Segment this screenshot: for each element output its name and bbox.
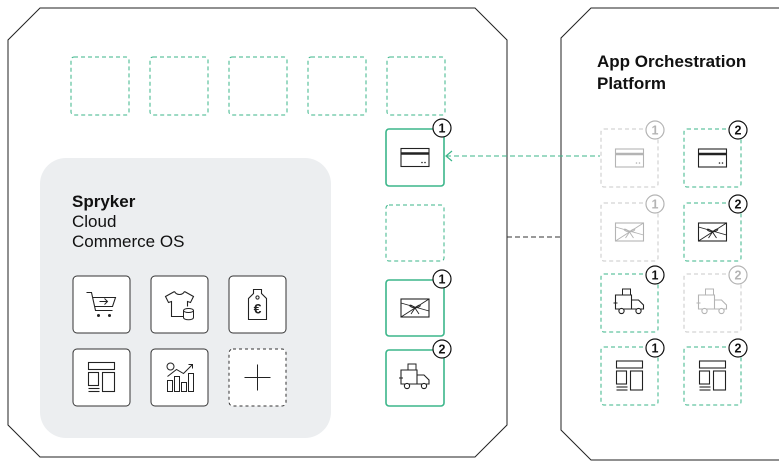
analytics-icon <box>166 362 194 392</box>
step-badge: 2 <box>728 194 748 214</box>
step-badge: 2 <box>728 338 748 358</box>
marketplace-app-tile: 2 <box>683 265 748 333</box>
spryker-subtitle-line2: Commerce OS <box>72 232 185 251</box>
step-badge: 2 <box>728 265 748 285</box>
spryker-brand: Spryker <box>72 192 136 211</box>
marketplace-app-tile: 1 <box>600 338 665 406</box>
spryker-module-tile <box>228 348 287 407</box>
step-badge-label: 2 <box>735 342 742 356</box>
spryker-subtitle-line1: Cloud <box>72 212 117 231</box>
credit-card-icon <box>614 148 645 168</box>
marketplace-app-tile: 1 <box>600 194 665 262</box>
spryker-module-tile: € <box>228 275 287 334</box>
step-badge: 1 <box>645 194 665 214</box>
marketplace-app-tile: 2 <box>683 120 748 188</box>
step-badge-label: 1 <box>652 342 659 356</box>
marketplace-app-tile: 1 <box>600 120 665 188</box>
aop-title-line2: Platform <box>597 74 666 93</box>
empty-app-slot <box>149 56 209 116</box>
layout-icon <box>87 361 116 393</box>
delivery-truck-icon <box>613 288 645 315</box>
spryker-module-tile <box>150 348 209 407</box>
storefront-frame <box>7 7 508 458</box>
cart-icon <box>86 291 117 317</box>
step-badge-label: 1 <box>652 269 659 283</box>
step-badge: 2 <box>432 339 452 359</box>
layout-icon <box>615 360 644 391</box>
empty-app-slot <box>307 56 367 116</box>
marketplace-app-tile: 2 <box>683 338 748 406</box>
empty-app-slot <box>386 56 446 116</box>
aop-title: App Orchestration Platform <box>597 51 746 95</box>
spryker-module-tile <box>72 348 131 407</box>
step-badge: 1 <box>645 265 665 285</box>
marketplace-app-tile: 2 <box>683 194 748 262</box>
empty-app-slot <box>228 56 288 116</box>
step-badge-label: 1 <box>439 273 446 287</box>
step-badge-label: 1 <box>652 124 659 138</box>
step-badge: 2 <box>728 120 748 140</box>
aop-title-line1: App Orchestration <box>597 52 747 71</box>
step-badge: 1 <box>432 269 452 289</box>
spryker-module-tile <box>150 275 209 334</box>
credit-card-icon <box>400 147 430 168</box>
tshirt-icon <box>164 291 195 321</box>
delivery-truck-icon <box>696 288 728 315</box>
gift-icon <box>697 222 728 242</box>
layout-icon <box>698 360 727 391</box>
step-badge: 1 <box>645 120 665 140</box>
empty-app-slot <box>385 204 445 262</box>
delivery-truck-icon <box>399 363 430 390</box>
step-badge-label: 2 <box>439 343 446 357</box>
installed-app-slot: 2 <box>385 339 452 407</box>
aop-frame <box>560 7 779 461</box>
installed-app-slot: 1 <box>385 269 452 337</box>
svg-text:€: € <box>254 301 262 317</box>
spryker-module-tile <box>72 275 131 334</box>
step-badge-label: 1 <box>439 122 446 136</box>
empty-app-slot <box>70 56 130 116</box>
step-badge-label: 1 <box>652 198 659 212</box>
step-badge: 1 <box>432 118 452 138</box>
gift-icon <box>614 222 645 242</box>
step-badge-label: 2 <box>735 269 742 283</box>
step-badge-label: 2 <box>735 198 742 212</box>
credit-card-icon <box>697 148 728 168</box>
gift-icon <box>400 298 430 318</box>
add-icon <box>244 364 271 391</box>
price-tag-icon: € <box>247 288 268 321</box>
spryker-title: Spryker Cloud Commerce OS <box>72 192 184 252</box>
marketplace-app-tile: 1 <box>600 265 665 333</box>
installed-app-slot: 1 <box>385 118 452 187</box>
install-arrowhead <box>445 150 453 162</box>
step-badge-label: 2 <box>735 124 742 138</box>
step-badge: 1 <box>645 338 665 358</box>
